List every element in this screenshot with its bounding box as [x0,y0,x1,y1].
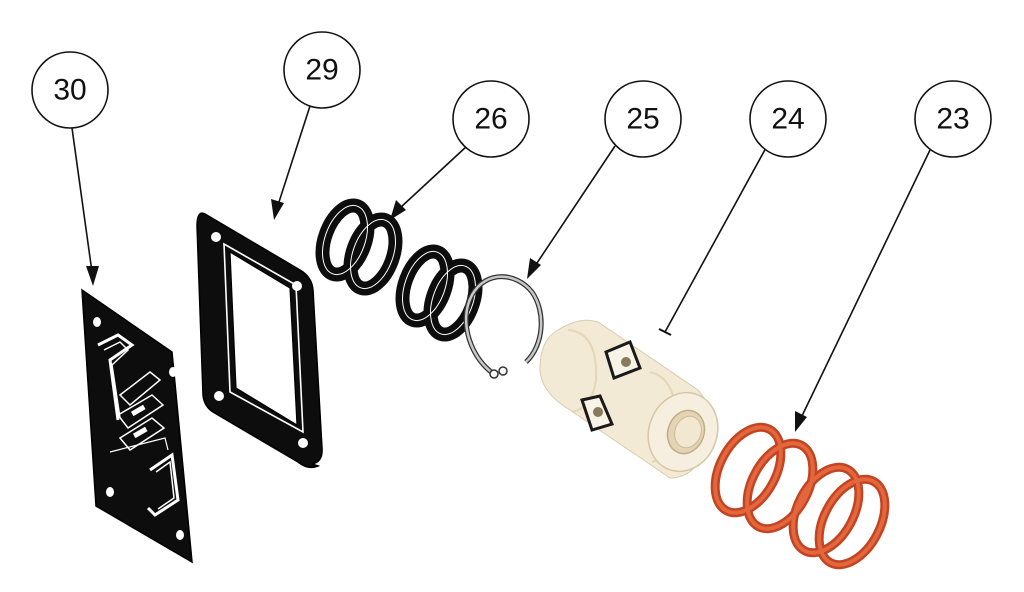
leader-29 [277,105,311,206]
arrowhead-25 [527,258,541,279]
gasket [196,212,323,469]
callout-24: 24 [749,80,827,158]
leader-lines [71,105,931,432]
callout-30: 30 [31,51,109,129]
arrowhead-23 [795,411,807,432]
callout-label-26: 26 [474,103,507,136]
callout-label-23: 23 [936,103,969,136]
o-rings-red [710,422,890,570]
leader-23 [800,149,931,419]
arrowhead-29 [271,199,284,220]
snap-ring [463,274,544,379]
o-rings-black [315,198,483,342]
leader-24 [664,145,768,333]
callout-26: 26 [452,80,530,158]
callout-label-24: 24 [771,103,804,136]
leader-30 [71,127,93,273]
leader-26 [399,145,468,209]
callout-label-29: 29 [305,54,338,87]
leader-25 [534,145,616,267]
callout-25: 25 [604,80,682,158]
arrowhead-30 [86,266,99,286]
callout-29: 29 [283,31,361,109]
arrowhead-26 [390,200,406,220]
valve-body [539,319,719,479]
callout-label-30: 30 [53,74,86,107]
leader-24-tick [658,328,672,336]
callout-label-25: 25 [626,103,659,136]
callout-23: 23 [914,80,992,158]
diaphragm-plate [81,288,193,564]
